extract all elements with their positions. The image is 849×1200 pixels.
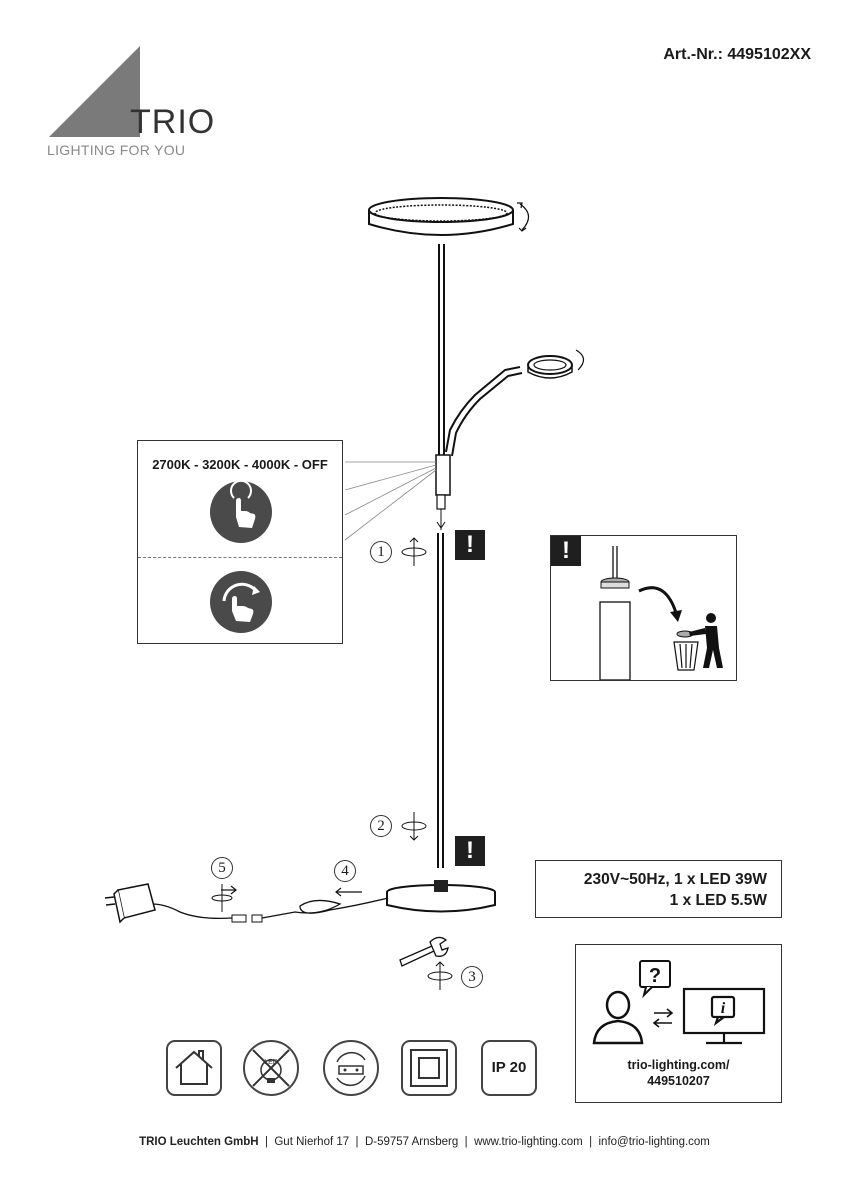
disposal-illustration: [599, 546, 723, 680]
step-4-label: 4: [334, 860, 356, 882]
spec-line-secondary: 1 x LED 5.5W: [669, 892, 767, 909]
product-info-link[interactable]: trio-lighting.com/ 449510207: [576, 1057, 781, 1089]
reading-arm: [445, 349, 585, 457]
power-adapter: [104, 883, 156, 924]
trash-bin-icon: [673, 641, 699, 671]
lamp-base: [386, 880, 496, 913]
step-2-label: 2: [370, 815, 392, 837]
footer-separator: |: [264, 1136, 268, 1148]
svg-text:?: ?: [649, 965, 661, 987]
panel-divider: [138, 557, 342, 558]
footer-company: TRIO Leuchten GmbH: [139, 1136, 259, 1148]
info-url-text: trio-lighting.com/: [627, 1058, 730, 1072]
footer-separator: |: [589, 1136, 593, 1148]
indoor-use-icon: [166, 1040, 222, 1096]
footer-address: Gut Nierhof 17: [274, 1136, 350, 1148]
step-5-label: 5: [211, 857, 233, 879]
svg-text:i: i: [721, 1000, 726, 1017]
svg-text:LED: LED: [264, 1059, 278, 1066]
step-3-label: 3: [461, 966, 483, 988]
switch-function-panel: 2700K - 3200K - 4000K - OFF: [137, 440, 343, 644]
brand-tagline: LIGHTING FOR YOU: [47, 142, 186, 158]
ip-rating-label: IP 20: [491, 1059, 527, 1076]
step-1-label: 1: [370, 541, 392, 563]
warning-badge-bottom: !: [455, 836, 485, 866]
footer-separator: |: [355, 1136, 359, 1148]
disposal-warning-panel: !: [550, 535, 737, 681]
person-discarding-icon: [689, 613, 723, 668]
footer-separator: |: [464, 1136, 468, 1148]
trio-logo: [49, 46, 140, 137]
warning-badge: !: [551, 536, 581, 566]
wrench-icon: [399, 936, 449, 967]
ip-rating-badge: IP 20: [481, 1040, 537, 1096]
rotate-arrow-icon: [517, 202, 530, 232]
question-icon: ?: [639, 960, 671, 999]
article-number: Art.-Nr.: 4495102XX: [663, 46, 811, 63]
rotate-join-icon: [211, 537, 453, 990]
uplight-ring: [368, 197, 514, 236]
touch-icon: [210, 479, 272, 543]
monitor-info-icon: i: [682, 987, 766, 1045]
exchange-arrows-icon: [652, 1008, 674, 1028]
protection-class-2-icon: [401, 1040, 457, 1096]
electrical-specs: 230V~50Hz, 1 x LED 39W 1 x LED 5.5W: [535, 860, 782, 918]
color-temperature-sequence: 2700K - 3200K - 4000K - OFF: [152, 457, 328, 472]
footer-email-link[interactable]: info@trio-lighting.com: [598, 1136, 710, 1148]
person-icon: [592, 990, 644, 1045]
footer-website-link[interactable]: www.trio-lighting.com: [474, 1136, 583, 1148]
warning-badge-top: !: [455, 530, 485, 560]
brand-name: TRIO: [130, 103, 216, 141]
online-info-panel: ? i trio-lighting.com/ 449510207: [575, 944, 782, 1103]
spec-line-primary: 230V~50Hz, 1 x LED 39W: [583, 871, 767, 888]
swipe-dim-icon: [210, 571, 272, 633]
led-not-replaceable-icon: LED: [243, 1040, 299, 1096]
info-article-code: 449510207: [647, 1074, 710, 1088]
driver-replaceable-icon: [323, 1040, 379, 1096]
footer-contact: TRIO Leuchten GmbH | Gut Nierhof 17 | D-…: [0, 1136, 849, 1148]
footer-city: D-59757 Arnsberg: [364, 1136, 459, 1148]
